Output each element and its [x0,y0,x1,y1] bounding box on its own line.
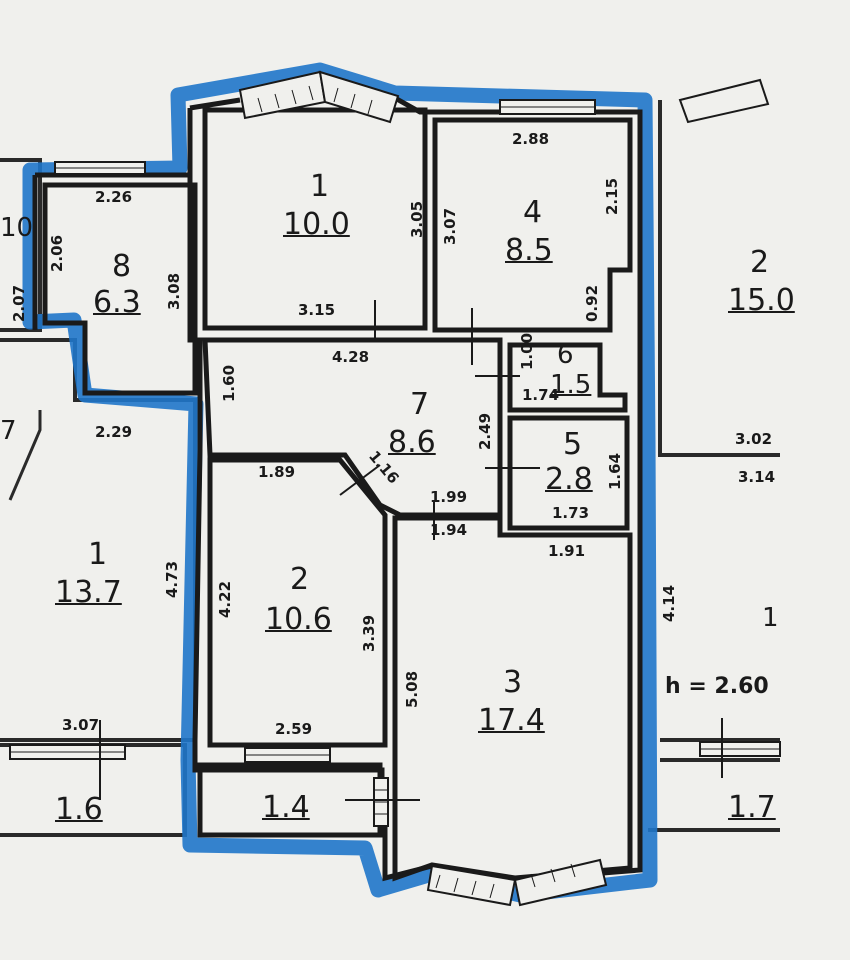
dim-r8-left-upper: 2.06 [48,234,66,272]
dim-r2-left: 4.22 [216,580,234,618]
dim-r4-left: 3.07 [441,207,459,245]
room-2-area: 10.6 [265,602,332,637]
neighbor-room-10-number: 10 [0,213,34,243]
dim-r2-bottom: 2.59 [275,720,313,738]
dim-r6-top: 1.00 [518,332,536,370]
dim-n2-height: 4.14 [660,584,678,622]
room-1-number: 1 [310,169,330,204]
neighbor-room-1b-number: 1 [762,603,779,633]
dim-r5-width: 1.73 [552,504,590,522]
neighbor-balcony-right-area: 1.7 [728,790,776,825]
neighbor-room-2-area: 15.0 [728,283,795,318]
dim-n2-a: 3.02 [735,430,773,448]
room-7-number: 7 [410,387,430,422]
room-6-area: 1.5 [550,370,592,400]
room-5-number: 5 [563,427,583,462]
neighbor-balcony-left-area: 1.6 [55,792,103,827]
dim-r2-right: 3.39 [360,614,378,652]
room-3-area: 17.4 [478,703,545,738]
dim-n2-b: 3.14 [738,468,776,486]
dim-r7-height: 1.60 [220,364,238,402]
dim-r1-height: 3.05 [408,200,426,238]
room-1-area: 10.0 [283,207,350,242]
dim-n1-width: 2.29 [95,423,133,441]
apartment-highlight [22,62,658,903]
dim-n1-bottom: 3.07 [62,716,100,734]
dim-r5-height: 1.64 [606,452,624,490]
room-6-number: 6 [557,340,574,370]
dim-r6-width: 1.74 [522,386,560,404]
neighbor-room-1-number: 1 [88,537,108,572]
window-hatching [10,85,780,899]
dim-r3-top-a: 1.99 [430,488,468,506]
dim-r4-right: 2.15 [603,177,621,215]
dim-r3-top: 1.91 [548,542,586,560]
neighbor-room-2-number: 2 [750,245,770,280]
dim-n1-height: 4.73 [163,560,181,598]
room-5-area: 2.8 [545,462,593,497]
room-7-area: 8.6 [388,425,436,460]
dim-r4-width: 2.88 [512,130,550,148]
dim-r3-top-b: 1.94 [430,521,468,539]
dim-r8-height: 3.08 [165,272,183,310]
room-3-number: 3 [503,665,523,700]
neighbor-room-1-area: 13.7 [55,575,122,610]
balcony-area: 1.4 [262,790,310,825]
dim-r8-left-lower: 2.07 [10,284,28,322]
dim-r3-left: 5.08 [403,670,421,708]
room-4-area: 8.5 [505,233,553,268]
dim-r2-top: 1.89 [258,463,296,481]
dim-r7-right: 2.49 [476,412,494,450]
ceiling-height: h = 2.60 [665,674,769,699]
room-2-number: 2 [290,562,310,597]
dim-r1-width: 3.15 [298,301,336,319]
dim-r7-width: 4.28 [332,348,370,366]
room-8-number: 8 [112,249,132,284]
neighbor-room-7-number: 7 [0,416,17,446]
dim-r8-width: 2.26 [95,188,133,206]
room-8-area: 6.3 [93,285,141,320]
room-4-number: 4 [523,195,543,230]
dim-r4-lower: 0.92 [583,284,601,322]
door-markers [99,300,723,801]
